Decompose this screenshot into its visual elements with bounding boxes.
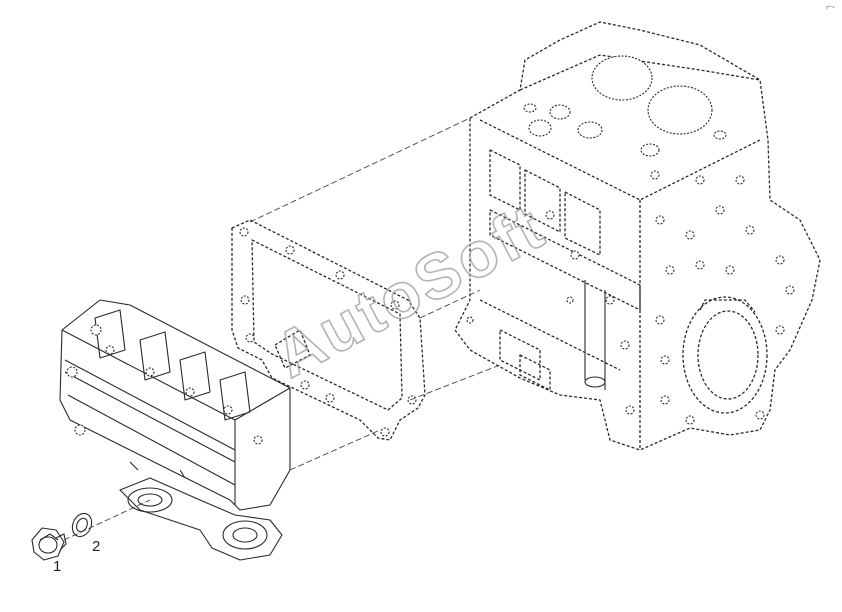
corner-mark: ⌐-: [826, 2, 836, 13]
assembly-lines: [63, 117, 501, 541]
engine-block: [454, 21, 821, 451]
callout-label-2: 2: [92, 538, 101, 555]
gasket: [231, 219, 426, 441]
oil-cooler-housing: [59, 299, 291, 561]
callout-label-1: 1: [53, 558, 62, 575]
part-2-washer: [71, 512, 93, 538]
watermark: AutoSoft: [263, 190, 556, 392]
part-1-plug: [31, 527, 67, 561]
